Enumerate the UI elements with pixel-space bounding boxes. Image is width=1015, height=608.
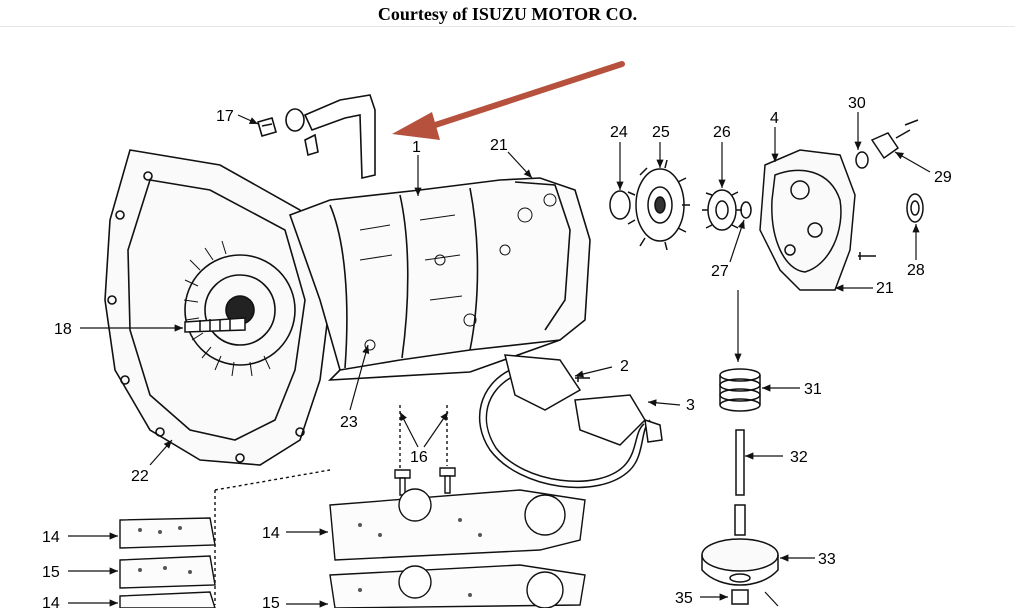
transmission-case — [288, 177, 591, 381]
callout-30: 30 — [848, 95, 866, 112]
pin-32 — [735, 429, 745, 496]
callout-31: 31 — [804, 381, 822, 398]
wiring-harness — [478, 354, 663, 489]
callout-33: 33 — [818, 551, 836, 568]
dipstick-tube — [257, 94, 376, 179]
bell-housing — [104, 149, 331, 466]
callout-1: 1 — [412, 139, 421, 156]
credit-header: Courtesy of ISUZU MOTOR CO. — [0, 0, 1015, 27]
callout-15-b: 15 — [262, 595, 280, 608]
callout-28: 28 — [907, 262, 925, 279]
callout-18: 18 — [54, 321, 72, 338]
callout-14-a: 14 — [42, 529, 60, 546]
callout-21-right: 21 — [876, 280, 894, 297]
red-pointer-arrow — [392, 61, 625, 140]
accumulator-parts — [701, 368, 779, 605]
callout-29: 29 — [934, 169, 952, 186]
gear-26 — [702, 189, 742, 231]
extension-housing-4 — [759, 149, 876, 291]
spring-31 — [719, 368, 761, 412]
callout-26: 26 — [713, 124, 731, 141]
callout-14-c: 14 — [262, 525, 280, 542]
callout-24: 24 — [610, 124, 628, 141]
callout-27: 27 — [711, 263, 729, 280]
speed-sensor-29 — [870, 119, 919, 160]
input-shaft — [184, 317, 246, 333]
callout-15-a: 15 — [42, 564, 60, 581]
callout-4: 4 — [770, 110, 779, 127]
callout-35: 35 — [675, 590, 693, 607]
callout-labels: 17 1 21 24 25 26 4 30 29 28 27 21 18 2 3… — [42, 95, 952, 608]
rear-components — [609, 119, 924, 291]
bolts-16 — [394, 405, 456, 496]
callout-3: 3 — [686, 397, 695, 414]
callout-21-top: 21 — [490, 137, 508, 154]
callout-16: 16 — [410, 449, 428, 466]
callout-22: 22 — [131, 468, 149, 485]
leader-lines — [68, 112, 931, 608]
output-gear-25 — [627, 159, 690, 251]
callout-17: 17 — [216, 108, 234, 125]
callout-32: 32 — [790, 449, 808, 466]
callout-2: 2 — [620, 358, 629, 375]
valve-body-plates — [119, 469, 586, 608]
piston-33 — [701, 504, 779, 586]
callout-25: 25 — [652, 124, 670, 141]
callout-23: 23 — [340, 414, 358, 431]
callout-14-b: 14 — [42, 595, 60, 608]
credit-text: Courtesy of ISUZU MOTOR CO. — [377, 4, 638, 24]
